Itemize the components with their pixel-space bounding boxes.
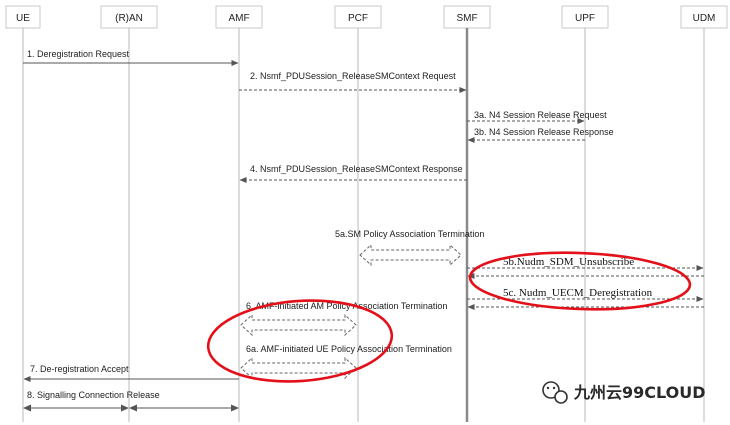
message-6a-label: 6a. AMF-initiated UE Policy Association …	[246, 344, 452, 354]
message-5b-label: 5b.Nudm_SDM_Unsubscribe	[503, 256, 634, 268]
message-2-label: 2. Nsmf_PDUSession_ReleaseSMContext Requ…	[250, 71, 456, 81]
watermark-text: 九州云99CLOUD	[573, 383, 706, 402]
node-label-pcf: PCF	[348, 13, 368, 24]
message-3b-label: 3b. N4 Session Release Response	[474, 127, 614, 137]
message-6a-double-arrow	[240, 356, 357, 380]
message-1-label: 1. Deregistration Request	[27, 49, 130, 59]
message-8-arrowhead-ue	[23, 404, 31, 412]
node-label-ue: UE	[16, 13, 30, 24]
node-ran: (R)AN	[100, 5, 158, 29]
node-label-ran: (R)AN	[115, 13, 143, 24]
message-6-double-arrow	[240, 313, 357, 337]
wechat-icon	[542, 381, 568, 404]
node-label-smf: SMF	[456, 13, 477, 24]
message-6a: 6a. AMF-initiated UE Policy Association …	[240, 344, 452, 380]
message-5c: 5c. Nudm_UECM_Deregistration	[467, 287, 704, 310]
message-5c-label: 5c. Nudm_UECM_Deregistration	[503, 287, 653, 299]
message-6-label: 6. AMF-initiated AM Policy Association T…	[246, 301, 447, 311]
node-label-upf: UPF	[575, 13, 595, 24]
message-5a-double-arrow	[359, 243, 462, 267]
message-5a: 5a.SM Policy Association Termination	[335, 229, 484, 267]
message-3b: 3b. N4 Session Release Response	[467, 127, 614, 143]
node-upf: UPF	[561, 5, 609, 29]
message-6: 6. AMF-initiated AM Policy Association T…	[240, 301, 447, 337]
node-label-udm: UDM	[693, 13, 716, 24]
node-pcf: PCF	[334, 5, 382, 29]
node-udm: UDM	[680, 5, 728, 29]
node-amf: AMF	[215, 5, 263, 29]
message-7: 7. De-registration Accept	[23, 364, 239, 382]
message-5b: 5b.Nudm_SDM_Unsubscribe	[467, 256, 704, 279]
message-8-label: 8. Signalling Connection Release	[27, 390, 160, 400]
message-4: 4. Nsmf_PDUSession_ReleaseSMContext Resp…	[239, 164, 467, 183]
message-1: 1. Deregistration Request	[23, 49, 239, 66]
highlight-ellipse-pcf	[206, 299, 394, 383]
message-8-arrowhead-ran-left	[121, 404, 129, 412]
message-8-arrowhead-ran-right	[129, 404, 137, 412]
watermark: 九州云99CLOUD	[542, 381, 706, 404]
message-2: 2. Nsmf_PDUSession_ReleaseSMContext Requ…	[239, 71, 467, 93]
node-label-amf: AMF	[228, 13, 249, 24]
highlight-ellipse-udm	[468, 251, 692, 311]
node-smf: SMF	[443, 5, 491, 29]
message-8: 8. Signalling Connection Release	[23, 390, 239, 412]
message-3a-label: 3a. N4 Session Release Request	[474, 110, 607, 120]
message-3a: 3a. N4 Session Release Request	[467, 110, 607, 124]
message-8-arrowhead-amf	[231, 404, 239, 412]
message-5a-label: 5a.SM Policy Association Termination	[335, 229, 484, 239]
node-ue: UE	[5, 5, 41, 29]
message-4-label: 4. Nsmf_PDUSession_ReleaseSMContext Resp…	[250, 164, 463, 174]
message-7-label: 7. De-registration Accept	[30, 364, 129, 374]
